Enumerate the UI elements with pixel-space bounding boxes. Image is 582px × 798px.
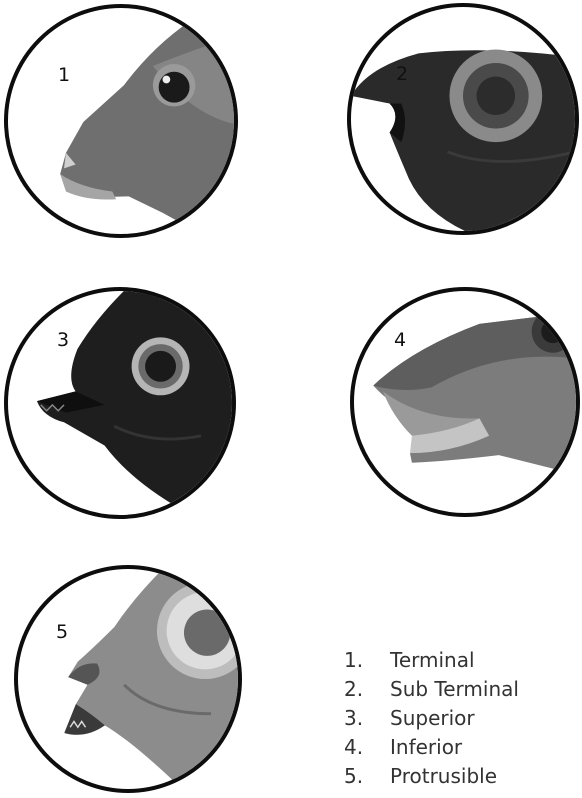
legend-text: Sub Terminal [390, 675, 519, 704]
legend-number: 2. [344, 675, 390, 704]
legend-number: 5. [344, 762, 390, 791]
fish-head-terminal-image [8, 8, 234, 234]
fish-head-circle-1: 1 [4, 4, 238, 238]
fish-head-circle-5: 5 [14, 565, 242, 793]
fish-head-protrusible-image [18, 569, 238, 789]
legend-item-sub-terminal: 2. Sub Terminal [344, 675, 519, 704]
circle-5-number: 5 [56, 621, 68, 643]
legend-item-inferior: 4. Inferior [344, 733, 519, 762]
fish-head-superior-image [8, 291, 232, 515]
fish-head-circle-3: 3 [4, 287, 236, 519]
legend-item-protrusible: 5. Protrusible [344, 762, 519, 791]
legend-item-terminal: 1. Terminal [344, 646, 519, 675]
circle-4-number: 4 [394, 329, 406, 351]
mouth-type-legend: 1. Terminal 2. Sub Terminal 3. Superior … [344, 646, 519, 791]
legend-text: Terminal [390, 646, 475, 675]
legend-text: Protrusible [390, 762, 497, 791]
legend-item-superior: 3. Superior [344, 704, 519, 733]
legend-number: 3. [344, 704, 390, 733]
circle-1-number: 1 [58, 64, 70, 86]
fish-head-inferior-image [354, 291, 576, 513]
fish-head-circle-2: 2 [347, 3, 579, 235]
legend-text: Superior [390, 704, 475, 733]
legend-text: Inferior [390, 733, 462, 762]
circle-2-number: 2 [396, 63, 408, 85]
fish-head-sub-terminal-image [351, 7, 575, 231]
circle-3-number: 3 [57, 329, 69, 351]
legend-number: 1. [344, 646, 390, 675]
fish-head-circle-4: 4 [350, 287, 580, 517]
legend-number: 4. [344, 733, 390, 762]
